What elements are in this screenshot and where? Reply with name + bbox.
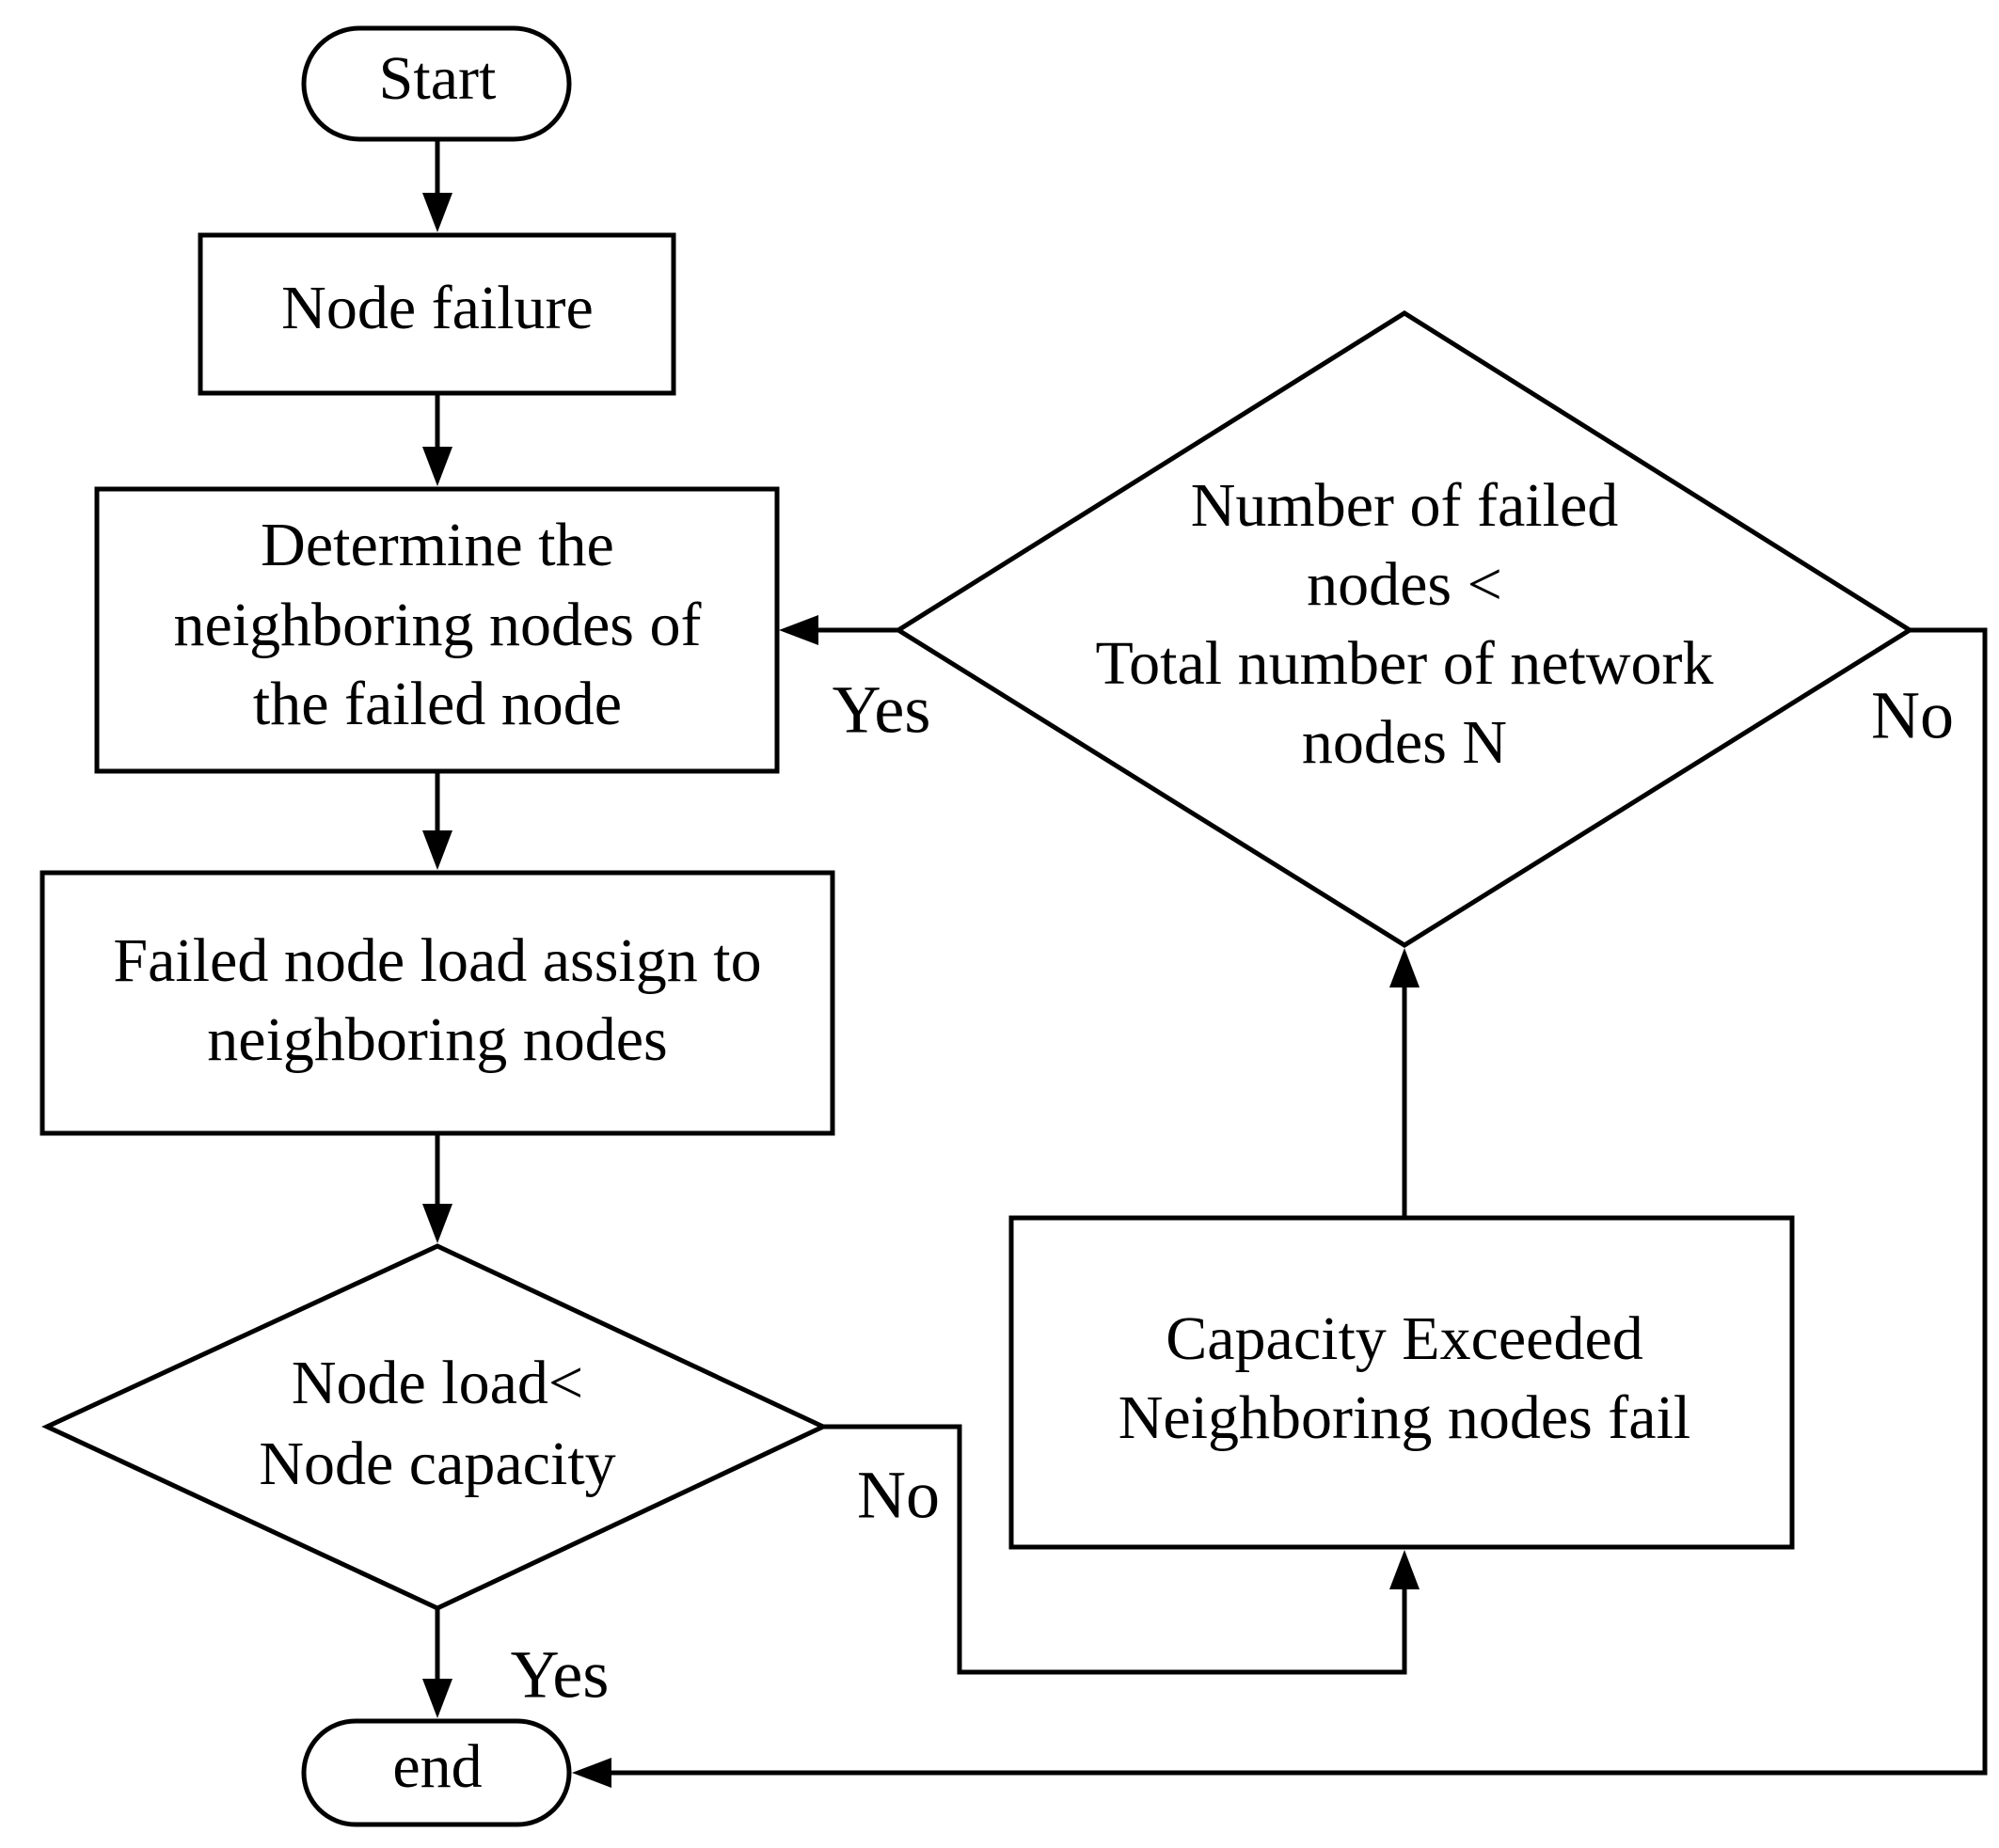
count-check-line-4: nodes N	[1302, 708, 1507, 777]
start-terminal-shape	[301, 25, 572, 142]
count-no-label: No	[1871, 678, 1954, 753]
count-yes-label: Yes	[833, 672, 931, 748]
arrowhead-start-to-node-failure	[422, 193, 452, 232]
arrowhead-capacity-no-to-exceeded	[1389, 1550, 1420, 1589]
capacity-check-shape	[41, 1243, 829, 1611]
capacity-exceeded-shape	[1008, 1215, 1795, 1550]
determine-neighbors-line-2: neighboring nodes of	[174, 591, 702, 659]
count-check-decision: Number of failed nodes < Total number of…	[894, 310, 1914, 948]
node-failure-box: Node failure	[198, 232, 676, 396]
capacity-check-decision: Node load< Node capacity	[41, 1243, 829, 1611]
arrow-count-no-to-end	[602, 627, 1988, 1776]
start-terminal: Start	[301, 25, 572, 142]
arrowhead-determine-to-assign	[422, 830, 452, 870]
count-check-line-3: Total number of network	[1095, 629, 1713, 698]
end-terminal: end	[301, 1718, 572, 1827]
node-failure-shape	[198, 232, 676, 396]
connectors	[422, 139, 1988, 1788]
start-label: Start	[379, 44, 497, 113]
arrowhead-node-failure-to-determine	[422, 447, 452, 486]
capacity-check-line-1: Node load<	[292, 1349, 583, 1417]
arrow-capacity-no-to-exceeded	[823, 1424, 1407, 1675]
determine-neighbors-box: Determine the neighboring nodes of the f…	[94, 486, 780, 774]
count-check-line-2: nodes <	[1307, 550, 1502, 619]
end-label: end	[392, 1732, 482, 1801]
capacity-exceeded-line-1: Capacity Exceeded	[1166, 1304, 1643, 1373]
arrowhead-count-no-to-end	[572, 1758, 611, 1788]
determine-neighbors-line-3: the failed node	[253, 670, 622, 738]
determine-neighbors-shape	[94, 486, 780, 774]
assign-load-shape	[40, 870, 835, 1136]
capacity-yes-label: Yes	[511, 1637, 610, 1713]
count-check-line-1: Number of failed	[1191, 471, 1619, 540]
node-failure-label: Node failure	[281, 274, 594, 342]
assign-load-line-2: neighboring nodes	[207, 1005, 667, 1074]
count-check-shape	[894, 310, 1914, 948]
capacity-check-line-2: Node capacity	[259, 1429, 615, 1498]
capacity-no-label: No	[857, 1458, 940, 1533]
end-terminal-shape	[301, 1718, 572, 1827]
capacity-exceeded-box: Capacity Exceeded Neighboring nodes fail	[1008, 1215, 1795, 1550]
capacity-exceeded-line-2: Neighboring nodes fail	[1118, 1383, 1691, 1452]
determine-neighbors-line-1: Determine the	[261, 511, 614, 579]
arrowhead-assign-to-capacity-check	[422, 1204, 452, 1243]
arrowhead-capacity-yes-to-end	[422, 1679, 452, 1718]
assign-load-line-1: Failed node load assign to	[113, 926, 761, 995]
arrowhead-count-yes-to-determine	[779, 615, 818, 645]
arrowhead-exceeded-to-count-check	[1389, 948, 1420, 987]
edge-labels: Yes No Yes No	[511, 672, 1954, 1713]
assign-load-box: Failed node load assign to neighboring n…	[40, 870, 835, 1136]
